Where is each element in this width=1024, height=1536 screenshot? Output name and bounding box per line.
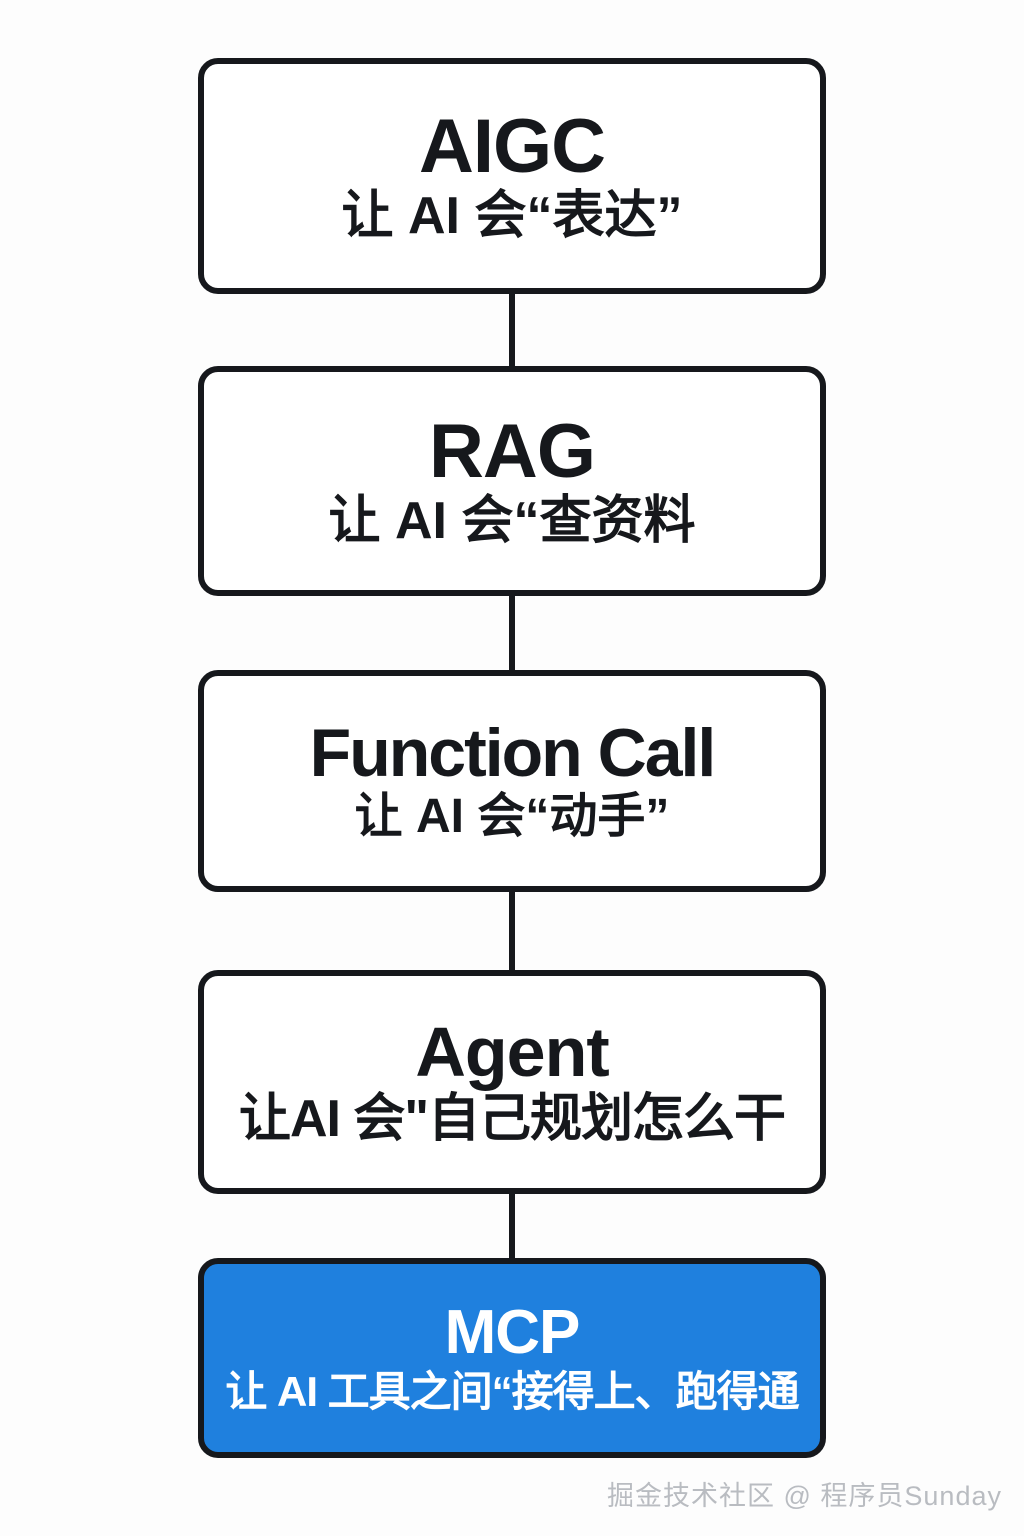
flow-node-rag[interactable]: RAG 让 AI 会“查资料 xyxy=(198,366,826,596)
flow-node-aigc[interactable]: AIGC 让 AI 会“表达” xyxy=(198,58,826,294)
connector-rag-to-function-call xyxy=(509,592,515,674)
connector-aigc-to-rag xyxy=(509,288,515,370)
flow-node-function-call[interactable]: Function Call 让 AI 会“动手” xyxy=(198,670,826,892)
flow-node-subtitle: 让 AI 会“动手” xyxy=(354,789,670,843)
flow-node-subtitle: 让AI 会"自己规划怎么干 xyxy=(238,1089,786,1148)
flow-node-agent[interactable]: Agent 让AI 会"自己规划怎么干 xyxy=(198,970,826,1194)
flow-node-title: AIGC xyxy=(419,103,606,189)
flow-node-title: Function Call xyxy=(309,715,717,792)
flow-node-title: MCP xyxy=(444,1297,581,1367)
connector-function-call-to-agent xyxy=(509,888,515,974)
watermark: 掘金技术社区 @ 程序员Sunday xyxy=(607,1481,1002,1511)
connector-agent-to-mcp xyxy=(509,1190,515,1262)
flow-node-title: RAG xyxy=(429,408,596,494)
flow-node-subtitle: 让 AI 会“查资料 xyxy=(328,491,696,550)
flow-node-mcp[interactable]: MCP 让 AI 工具之间“接得上、跑得通 xyxy=(198,1258,826,1458)
flow-node-title: Agent xyxy=(415,1013,609,1091)
flow-node-subtitle: 让 AI 工具之间“接得上、跑得通 xyxy=(225,1368,799,1416)
flow-node-subtitle: 让 AI 会“表达” xyxy=(341,186,683,245)
